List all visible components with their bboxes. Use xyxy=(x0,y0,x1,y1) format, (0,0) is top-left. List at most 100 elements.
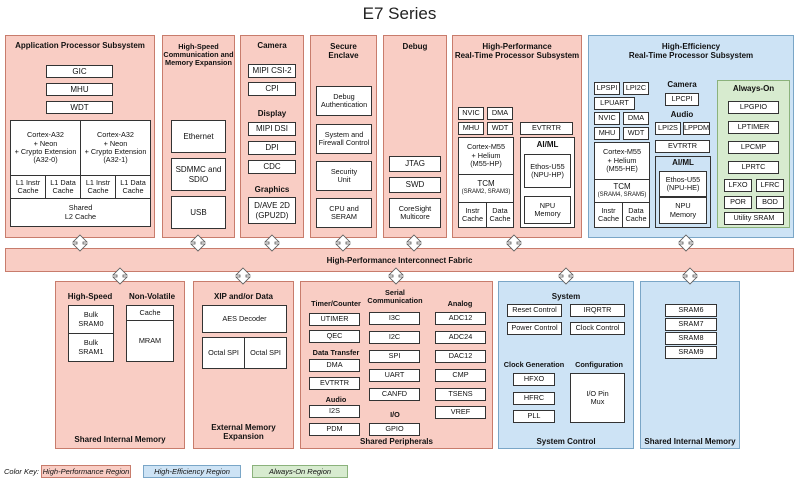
app-processor-subsystem: Application Processor Subsystem GIC MHU … xyxy=(5,35,155,238)
mram-block: MRAM xyxy=(126,320,174,362)
hp-realtime-label: High-Performance Real-Time Processor Sub… xyxy=(454,42,580,60)
he-camera-label: Camera xyxy=(667,80,697,89)
cortex-m55-he: Cortex-M55 + Helium (M55-HE) xyxy=(594,142,650,180)
power-control-block: Power Control xyxy=(507,322,562,335)
debug-label: Debug xyxy=(402,42,428,51)
lfxo-block: LFXO xyxy=(724,179,752,192)
he-dcache: Data Cache xyxy=(622,202,650,228)
high-speed-comm-label: High-Speed Communication and Memory Expa… xyxy=(163,42,234,68)
dave-2d-block: D/AVE 2D (GPU2D) xyxy=(248,197,296,224)
cpu-seram-block: CPU and SERAM xyxy=(316,198,372,228)
octal-spi-0: Octal SPI xyxy=(202,337,245,369)
adc24-block: ADC24 xyxy=(435,331,486,344)
firewall-block: System and Firewall Control xyxy=(316,124,372,154)
he-realtime-subsystem: High-Efficiency Real-Time Processor Subs… xyxy=(588,35,794,238)
sram6-block: SRAM6 xyxy=(665,304,717,317)
clock-control-block: Clock Control xyxy=(570,322,625,335)
lpspi-block: LPSPI xyxy=(594,82,620,95)
cortex-a32-1: Cortex-A32 + Neon + Crypto Extension (A3… xyxy=(80,120,151,176)
reset-control-block: Reset Control xyxy=(507,304,562,317)
cmp-block: CMP xyxy=(435,369,486,382)
canfd-block: CANFD xyxy=(369,388,420,401)
gic-block: GIC xyxy=(46,65,113,78)
hfxo-block: HFXO xyxy=(513,373,555,386)
periph-evtrtr-block: EVTRTR xyxy=(309,377,360,390)
system-label: System xyxy=(551,292,581,301)
graphics-label: Graphics xyxy=(254,185,290,194)
l1-instr-cache-1: L1 Instr Cache xyxy=(80,175,116,199)
display-label: Display xyxy=(257,109,287,118)
por-block: POR xyxy=(724,196,752,209)
high-speed-comm-subsystem: High-Speed Communication and Memory Expa… xyxy=(162,35,235,238)
he-realtime-label: High-Efficiency Real-Time Processor Subs… xyxy=(628,42,754,60)
hp-aiml-label: AI/ML xyxy=(536,140,559,149)
i2s-block: I2S xyxy=(309,405,360,418)
debug-subsystem: Debug JTAG SWD CoreSight Multicore xyxy=(383,35,447,238)
lpuart-block: LPUART xyxy=(594,97,635,110)
sram8-block: SRAM8 xyxy=(665,332,717,345)
he-tcm-sub: (SRAM4, SRAM5) xyxy=(597,192,647,198)
shared-peripherals: Timer/Counter UTIMER QEC Data Transfer D… xyxy=(300,281,493,449)
ethos-u55-he: Ethos-U55 (NPU-HE) xyxy=(659,171,707,197)
hp-tcm-sub: (SRAM2, SRAM3) xyxy=(461,189,511,195)
analog-label: Analog xyxy=(447,299,473,308)
security-unit-block: Security Unit xyxy=(316,161,372,191)
interconnect-fabric: High-Performance Interconnect Fabric xyxy=(5,248,794,272)
cortex-m55-hp: Cortex-M55 + Helium (M55-HP) xyxy=(458,137,514,175)
key-always-on: Always-On Region xyxy=(252,465,348,478)
shared-l2-cache: Shared L2 Cache xyxy=(10,198,151,227)
hp-wdt-block: WDT xyxy=(487,122,513,135)
lprtc-block: LPRTC xyxy=(728,161,779,174)
pdm-block: PDM xyxy=(309,423,360,436)
bulk-sram0-block: Bulk SRAM0 xyxy=(68,305,114,334)
cpi-block: CPI xyxy=(248,82,296,96)
octal-spi-1: Octal SPI xyxy=(244,337,287,369)
qec-block: QEC xyxy=(309,330,360,343)
he-wdt-block: WDT xyxy=(623,127,649,140)
hfrc-block: HFRC xyxy=(513,392,555,405)
debug-auth-block: Debug Authentication xyxy=(316,86,372,116)
hp-dcache: Data Cache xyxy=(486,202,514,228)
lpi2c-block: LPI2C xyxy=(623,82,649,95)
io-label: I/O xyxy=(390,410,400,419)
key-high-efficiency: High-Efficiency Region xyxy=(143,465,241,478)
periph-audio-label: Audio xyxy=(325,395,347,404)
he-aiml-label: AI/ML xyxy=(672,158,694,167)
bulk-sram1-block: Bulk SRAM1 xyxy=(68,333,114,362)
cache-block: Cache xyxy=(126,305,174,321)
utimer-block: UTIMER xyxy=(309,313,360,326)
he-audio-label: Audio xyxy=(670,110,694,119)
ethos-u55-hp: Ethos-U55 (NPU-HP) xyxy=(524,154,571,188)
aes-decoder-block: AES Decoder xyxy=(202,305,287,333)
swd-block: SWD xyxy=(389,177,441,193)
configuration-label: Configuration xyxy=(575,360,623,369)
mhu-block: MHU xyxy=(46,83,113,96)
l1-data-cache-1: L1 Data Cache xyxy=(115,175,151,199)
he-icache: Instr Cache xyxy=(594,202,623,228)
app-processor-label: Application Processor Subsystem xyxy=(15,41,145,50)
color-key-label: Color Key: xyxy=(4,467,40,476)
cortex-a32-0: Cortex-A32 + Neon + Crypto Extension (A3… xyxy=(10,120,81,176)
camera-display-graphics: Camera MIPI CSI-2 CPI Display MIPI DSI D… xyxy=(240,35,304,238)
lppdm-block: LPPDM xyxy=(683,122,710,135)
sram7-block: SRAM7 xyxy=(665,318,717,331)
hp-nvic-block: NVIC xyxy=(458,107,484,120)
he-mhu-block: MHU xyxy=(594,127,620,140)
periph-dma-block: DMA xyxy=(309,359,360,372)
he-npu-memory: NPU Memory xyxy=(659,197,707,224)
lpgpio-block: LPGPIO xyxy=(728,101,779,114)
hp-icache: Instr Cache xyxy=(458,202,487,228)
adc12-block: ADC12 xyxy=(435,312,486,325)
key-high-performance: High-Performance Region xyxy=(41,465,131,478)
always-on-region: Always-On LPGPIO LPTIMER LPCMP LPRTC LFX… xyxy=(717,80,790,228)
xip-label: XIP and/or Data xyxy=(214,292,273,301)
l1-data-cache-0: L1 Data Cache xyxy=(45,175,81,199)
lptimer-block: LPTIMER xyxy=(728,121,779,134)
camera-label: Camera xyxy=(257,41,287,50)
timer-counter-label: Timer/Counter xyxy=(311,299,361,308)
irqrtr-block: IRQRTR xyxy=(570,304,625,317)
always-on-label: Always-On xyxy=(732,84,775,93)
shared-peripherals-label: Shared Peripherals xyxy=(360,437,433,446)
i3c-block: I3C xyxy=(369,312,420,325)
usb-block: USB xyxy=(171,196,226,229)
